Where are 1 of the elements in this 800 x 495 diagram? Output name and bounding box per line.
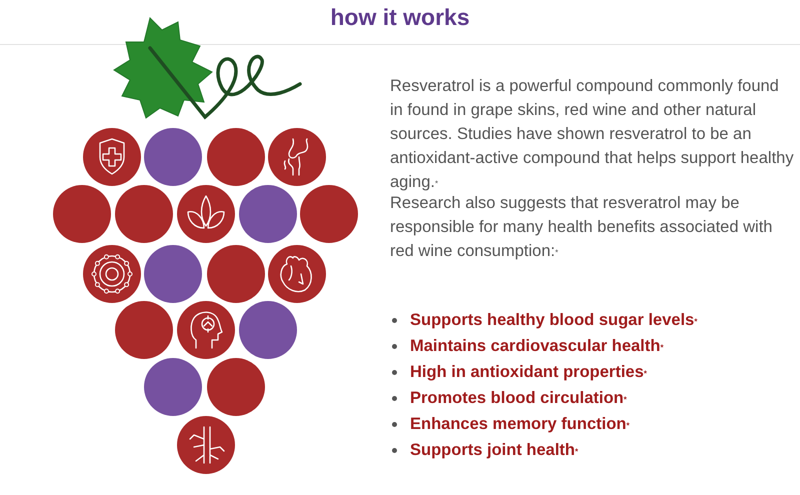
title: how it works: [329, 4, 471, 31]
